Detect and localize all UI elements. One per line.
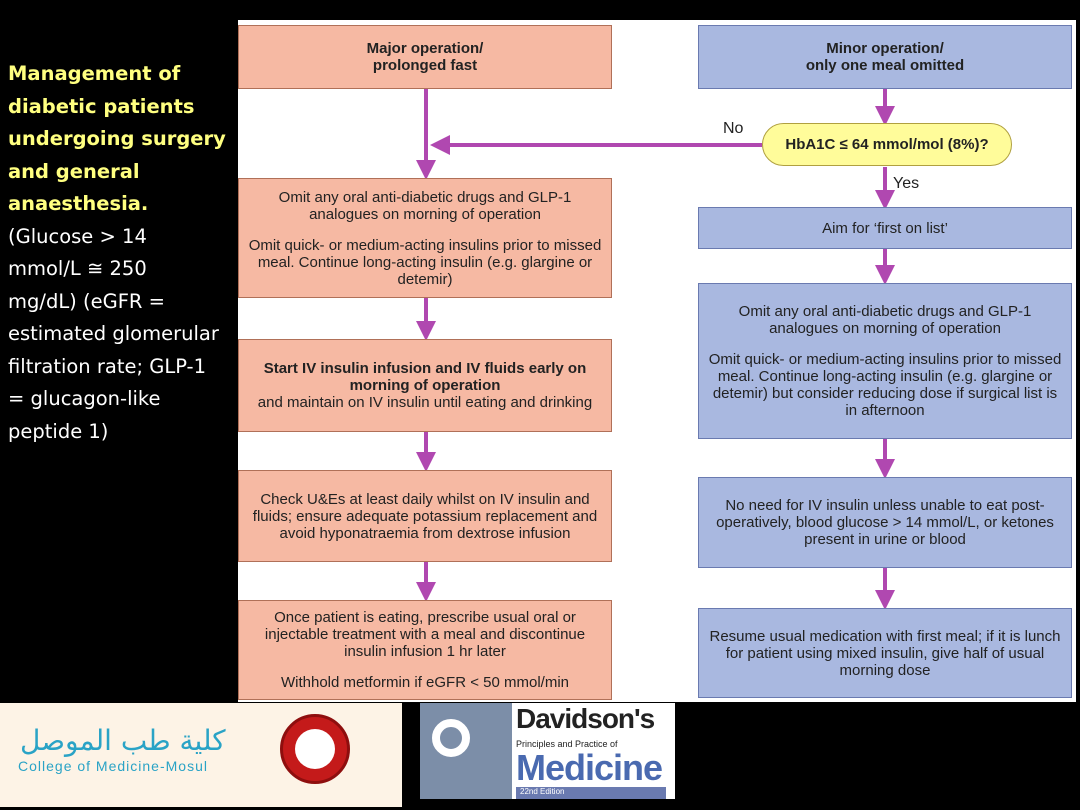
right-step-omit-drugs: Omit any oral anti-diabetic drugs and GL… [698,283,1072,439]
left-step-iv-insulin: Start IV insulin infusion and IV fluids … [238,339,612,432]
sidebar-caption: Management of diabetic patients undergoi… [8,58,240,448]
caption-title: Management of diabetic patients undergoi… [8,62,226,215]
right-step-no-iv-insulin: No need for IV insulin unless unable to … [698,477,1072,568]
davidsons-emblem-icon [432,719,470,757]
book-medicine: Medicine [516,747,663,788]
right-step-first-on-list: Aim for ‘first on list’ [698,207,1072,249]
minor-operation-header: Minor operation/ only one meal omitted [698,25,1072,89]
college-seal-icon [280,714,350,784]
book-title: Davidson's [516,703,655,734]
book-subtitle: Principles and Practice of [516,739,618,749]
college-arabic-name: كلية طب الموصل [20,724,226,757]
major-operation-header: Major operation/ prolonged fast [238,25,612,89]
hba1c-decision: HbA1C ≤ 64 mmol/mol (8%)? [762,123,1012,166]
no-label: No [723,120,744,137]
left-step-omit-drugs: Omit any oral anti-diabetic drugs and GL… [238,178,612,298]
left-step-check-ues: Check U&Es at least daily whilst on IV i… [238,470,612,562]
college-english-name: College of Medicine-Mosul [18,758,208,774]
caption-notes: (Glucose > 14 mmol/L ≅ 250 mg/dL) (eGFR … [8,224,219,443]
right-step-resume-medication: Resume usual medication with first meal;… [698,608,1072,698]
davidsons-logo: Davidson's Principles and Practice of Me… [420,703,675,799]
left-step-resume-treatment: Once patient is eating, prescribe usual … [238,600,612,700]
yes-label: Yes [893,175,920,192]
book-edition: 22nd Edition [516,787,666,799]
